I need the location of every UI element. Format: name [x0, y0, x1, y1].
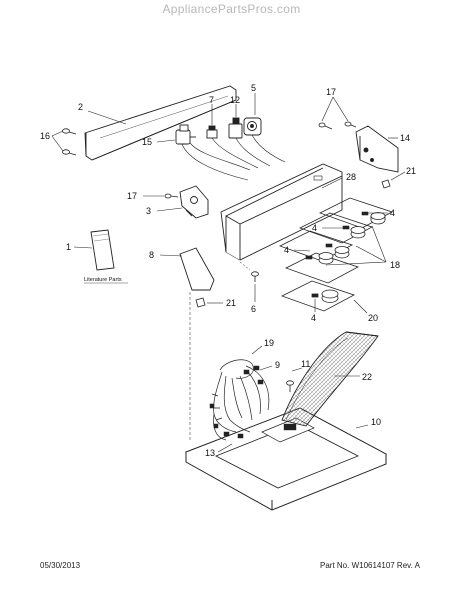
callout-3: 3 [146, 206, 151, 216]
callout-5: 5 [251, 83, 256, 93]
footer-part-number: Part No. W10614107 Rev. A [320, 561, 420, 570]
clip-21-top [381, 179, 391, 189]
callout-4-d: 4 [311, 313, 316, 323]
part-15-switch [175, 124, 196, 145]
main-top-10 [184, 407, 388, 511]
callout-13: 13 [205, 448, 215, 458]
callout-9: 9 [275, 360, 280, 370]
knob-tray-upper [298, 197, 394, 244]
callout-15: 15 [142, 137, 152, 147]
callout-8: 8 [149, 250, 154, 260]
end-cap-14 [355, 125, 399, 173]
callout-18: 18 [390, 260, 400, 270]
trim-piece-8 [179, 247, 215, 291]
footer-date: 05/30/2013 [40, 561, 81, 570]
callout-19: 19 [264, 338, 274, 348]
screw-17-top [318, 121, 357, 130]
callout-7: 7 [209, 95, 214, 105]
callout-4-c: 4 [284, 245, 289, 255]
lint-lid-22 [281, 331, 379, 427]
callout-20: 20 [368, 313, 378, 323]
knob-tray-20 [280, 280, 356, 312]
screw-16 [62, 128, 77, 156]
screw-6 [251, 271, 259, 282]
wire-harness-19 [211, 359, 270, 441]
part-7-switch [206, 125, 218, 139]
part-12-switch [228, 117, 243, 139]
knob-20 [311, 289, 339, 303]
knobs [318, 212, 386, 265]
callout-14: 14 [400, 133, 410, 143]
component-wires [181, 134, 286, 181]
callout-16: 16 [40, 131, 50, 141]
literature-booklet [90, 229, 115, 271]
callout-6: 6 [251, 304, 256, 314]
clip-21-left [195, 297, 206, 308]
watermark: AppliancePartsPros.com [162, 2, 301, 16]
callout-1: 1 [66, 242, 71, 252]
end-cap-3 [179, 185, 209, 219]
callout-17-left: 17 [127, 191, 137, 201]
knob-springs [305, 211, 369, 260]
literature-parts-label: Literature Parts [84, 277, 122, 283]
callout-21-top: 21 [406, 166, 416, 176]
callout-4-a: 4 [390, 208, 395, 218]
callout-28: 28 [346, 172, 356, 182]
part-5-switch [243, 117, 262, 136]
screw-11 [286, 380, 294, 392]
control-console [220, 163, 343, 261]
callout-10: 10 [371, 417, 381, 427]
callout-4-b: 4 [312, 223, 317, 233]
callout-2: 2 [78, 102, 83, 112]
callout-17-top: 17 [326, 87, 336, 97]
callout-11: 11 [301, 359, 310, 369]
screw-17-left [164, 193, 179, 199]
wire-connectors [209, 365, 264, 439]
callout-21-left: 21 [226, 298, 236, 308]
callout-22: 22 [362, 372, 372, 382]
callout-12: 12 [230, 95, 240, 105]
